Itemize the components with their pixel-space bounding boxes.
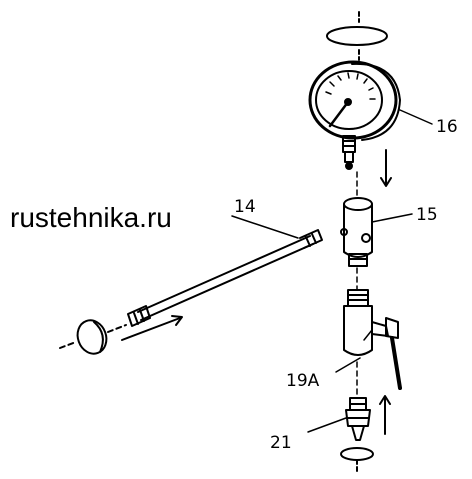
diagonal-arrow-icon bbox=[121, 315, 183, 341]
label-tube-number: 14 bbox=[234, 197, 256, 217]
high-pressure-tube-icon bbox=[127, 215, 323, 327]
tube-nut-ring-icon bbox=[59, 319, 127, 355]
rotation-arrow-top-icon bbox=[326, 11, 388, 61]
rotation-arrow-bottom-icon bbox=[340, 447, 374, 475]
nozzle-fitting-icon bbox=[345, 397, 371, 441]
label-valve-number: 19A bbox=[286, 371, 320, 391]
label-adapter-number: 15 bbox=[416, 205, 438, 225]
down-arrow-icon bbox=[380, 149, 392, 187]
adapter-block-icon bbox=[340, 197, 413, 267]
shutoff-valve-icon bbox=[343, 289, 402, 390]
label-fitting-number: 21 bbox=[270, 433, 292, 453]
pressure-gauge-icon bbox=[308, 60, 401, 170]
watermark-text: rustehnika.ru bbox=[10, 202, 172, 233]
up-arrow-icon bbox=[379, 395, 391, 435]
label-gauge-number: 16 bbox=[436, 117, 458, 137]
